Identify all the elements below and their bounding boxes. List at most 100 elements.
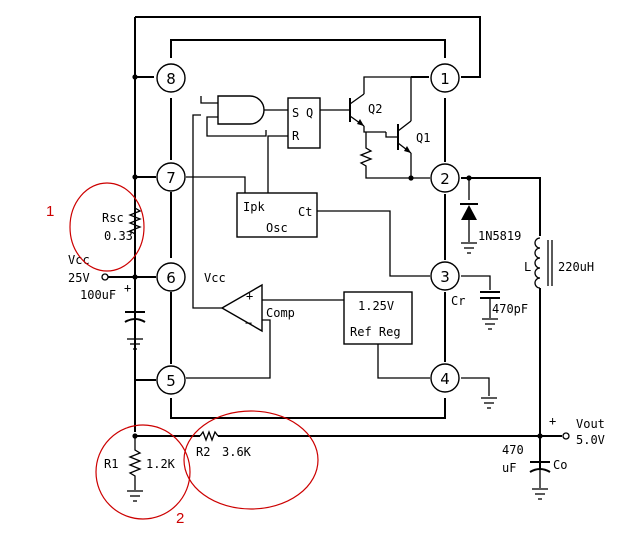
ct-value: 470pF: [492, 302, 528, 316]
ct-wire: [461, 275, 491, 290]
co-value-2: uF: [502, 461, 516, 475]
comparator-label: Comp: [266, 306, 295, 320]
r2-value: 3.6K: [222, 445, 252, 459]
vcc-cap-value: 100uF: [80, 288, 116, 302]
ground-co-icon: [532, 488, 548, 500]
svg-text:8: 8: [166, 70, 176, 88]
transistor-q2: [349, 93, 365, 127]
pin4-ground-wire: [461, 377, 490, 396]
comparator-plus: +: [246, 289, 253, 303]
pin-5: 5: [156, 365, 186, 395]
oscillator-box: [236, 192, 318, 238]
output-capacitor: [529, 461, 551, 473]
vout-terminal: [562, 432, 570, 440]
comparator-minus: −: [245, 316, 252, 330]
svg-text:1: 1: [440, 70, 450, 88]
and-gate: [217, 95, 265, 125]
annotation-circle-r2: [183, 410, 319, 510]
pin-3: 3: [430, 261, 460, 291]
ground-ct-icon: [482, 318, 498, 330]
oscillator-ct: Ct: [298, 205, 312, 219]
r2-resistor: [199, 430, 219, 442]
reference-label: Ref Reg: [350, 325, 401, 339]
pin-7: 7: [156, 162, 186, 192]
ground-r1-icon: [127, 490, 143, 502]
pin-1: 1: [430, 63, 460, 93]
ground-vcc-icon: [127, 338, 143, 350]
pin2-output-wire: [461, 177, 541, 236]
pin6-junction: [132, 274, 138, 280]
flip-flop-box: [287, 97, 321, 149]
vout-label: Vout: [576, 417, 605, 431]
junction-dot: [408, 175, 414, 181]
ground-diode-icon: [461, 242, 477, 254]
annotation-label-2: 2: [176, 510, 184, 527]
q2-label: Q2: [368, 102, 382, 116]
inductor-l: [534, 237, 553, 289]
transistor-q1: [397, 120, 412, 154]
ct-label: Cr: [451, 294, 465, 308]
comparator: [220, 283, 263, 333]
flip-flop-r: R: [292, 129, 300, 143]
vout-junction: [537, 433, 543, 439]
pin-8: 8: [156, 63, 186, 93]
ground-pin4-icon: [481, 397, 497, 409]
reference-gnd-wire: [377, 344, 430, 379]
annotation-circle-r1: [95, 424, 191, 520]
co-value-1: 470: [502, 443, 524, 457]
vcc-cap-plus: +: [124, 281, 131, 295]
q2-collector-wire: [363, 76, 411, 94]
vcc-capacitor: [124, 311, 146, 323]
oscillator-osc: Osc: [266, 221, 288, 235]
co-plus: +: [549, 414, 556, 428]
diode-label: 1N5819: [478, 229, 521, 243]
annotation-label-1: 1: [46, 203, 54, 220]
svg-text:5: 5: [166, 372, 176, 390]
svg-text:4: 4: [440, 370, 450, 388]
co-label: Co: [553, 458, 567, 472]
inductor-value: 220uH: [558, 260, 594, 274]
ct-capacitor: [480, 291, 500, 299]
pin-2: 2: [430, 163, 460, 193]
svg-text:6: 6: [166, 269, 176, 287]
osc-ct-wire: [317, 210, 430, 277]
vcc-label: Vcc: [68, 253, 90, 267]
vcc-terminal: [101, 273, 109, 281]
comparator-out-wire: [192, 114, 222, 309]
inductor-label: L: [524, 260, 531, 274]
pin8-junction: [132, 74, 138, 80]
vcc-value: 25V: [68, 271, 90, 285]
osc-ipk-wire: [186, 176, 246, 193]
comparator-minus-wire: [186, 319, 271, 379]
flip-flop-s: S: [292, 106, 299, 120]
internal-resistor: [359, 132, 411, 179]
rsc-label: Rsc: [102, 211, 124, 225]
reference-box: [343, 291, 413, 345]
q1-emitter-wire: [410, 153, 430, 179]
svg-text:7: 7: [166, 169, 176, 187]
flip-flop-q: Q: [306, 106, 313, 120]
q2-emitter-wire: [363, 126, 386, 133]
diode-1n5819: [460, 203, 478, 220]
q1-base-wire: [385, 132, 398, 138]
annotation-circle-1: [69, 182, 145, 272]
r1-value: 1.2K: [146, 457, 176, 471]
flip-flop-r-wire: [267, 135, 288, 194]
vout-value: 5.0V: [576, 433, 605, 447]
q1-label: Q1: [416, 131, 430, 145]
rsc-value: 0.33: [104, 229, 133, 243]
reference-voltage: 1.25V: [358, 299, 394, 313]
pin-6: 6: [156, 262, 186, 292]
rsc-resistor: [128, 207, 142, 235]
pin-4: 4: [430, 363, 460, 393]
r2-label: R2: [196, 445, 210, 459]
vcc-internal-label: Vcc: [204, 271, 226, 285]
and-gate-inputs: [200, 96, 267, 137]
svg-text:3: 3: [440, 268, 450, 286]
svg-text:2: 2: [440, 170, 450, 188]
oscillator-ipk: Ipk: [243, 200, 265, 214]
r1-resistor: [128, 436, 142, 490]
pin7-junction: [132, 174, 138, 180]
r1-label: R1: [104, 457, 118, 471]
